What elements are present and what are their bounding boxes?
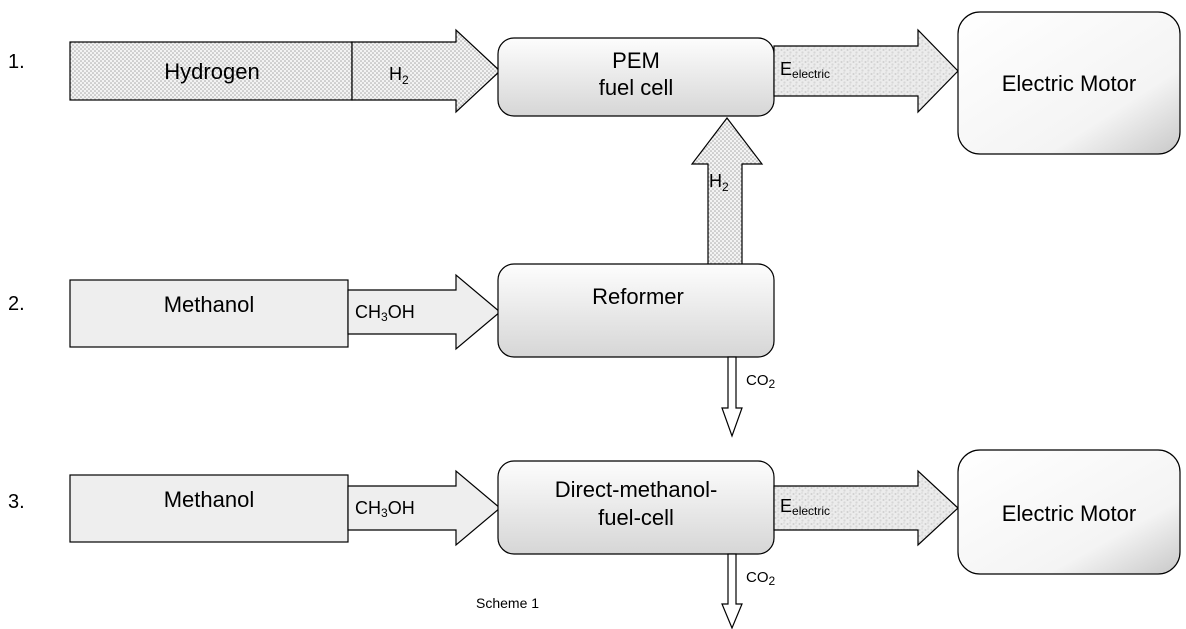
energy-flow-arrow-row3 [773,469,959,547]
co2-flow-label-row2: CO2 [746,372,776,391]
energy-flow-arrow-row1 [773,28,959,114]
energy-flow-label-row1: Eelectric [780,59,830,81]
row-3-number: 3. [8,491,25,513]
h2-flow-label-row1: H2 [389,64,409,87]
direct-methanol-fuel-cell-label-line1: Direct-methanol- [555,477,718,502]
h2-flow-label-vertical: H2 [709,171,729,194]
pem-fuel-cell-label-line1: PEM [612,48,660,73]
co2-flow-arrow-row2 [721,356,743,438]
hydrogen-source-box [69,41,353,101]
methanol-flow-arrow-row3 [347,469,501,547]
methanol-flow-arrow-row2 [347,273,501,351]
electric-motor-box-row1 [957,11,1181,155]
methanol-flow-label-row3: CH3OH [355,498,415,520]
direct-methanol-fuel-cell-label-line2: fuel-cell [598,505,674,530]
reformer-box [497,263,775,358]
methanol-source-label-row3: Methanol [164,487,255,512]
pem-fuel-cell-label-line2: fuel cell [599,75,674,100]
methanol-source-box-row3 [69,474,349,543]
methanol-flow-label-row2: CH3OH [355,302,415,324]
energy-flow-label-row3: Eelectric [780,496,830,518]
co2-flow-arrow-row3 [721,553,743,629]
hydrogen-source-label: Hydrogen [164,59,259,84]
methanol-source-label-row2: Methanol [164,292,255,317]
reformer-label: Reformer [592,284,684,309]
methanol-source-box-row2 [69,279,349,348]
electric-motor-box-row3 [957,449,1181,575]
figure-caption: Scheme 1 [476,595,539,611]
co2-flow-label-row3: CO2 [746,569,776,588]
row-2-number: 2. [8,293,25,315]
row-1-number: 1. [8,51,25,73]
electric-motor-label-row1: Electric Motor [1002,71,1136,96]
h2-flow-arrow-vertical [690,117,764,266]
h2-flow-arrow-row1 [351,28,501,114]
electric-motor-label-row3: Electric Motor [1002,501,1136,526]
